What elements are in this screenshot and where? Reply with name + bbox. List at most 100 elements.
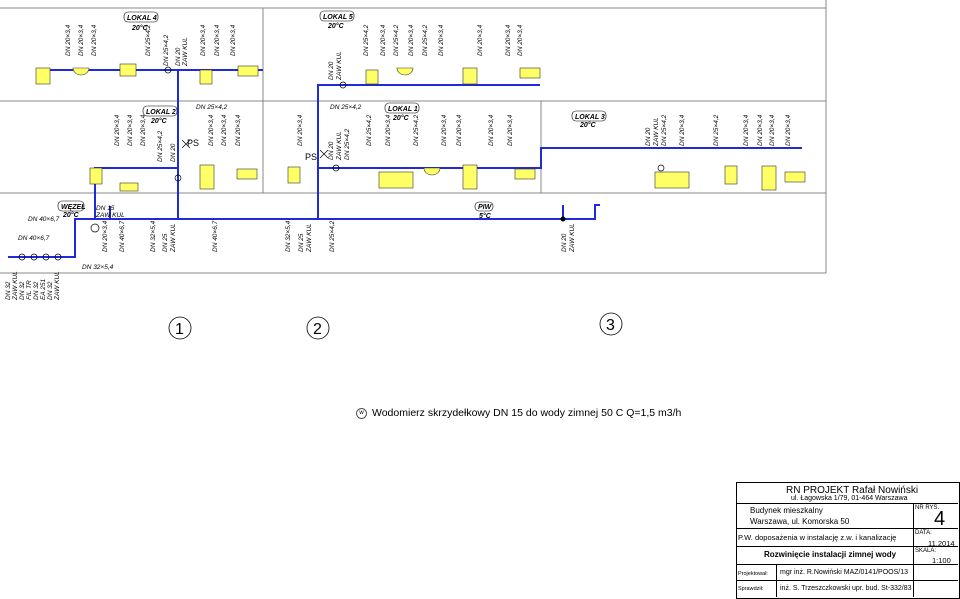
svg-text:DN 25×4,2: DN 25×4,2 <box>661 114 668 146</box>
svg-text:DN 25×4,2: DN 25×4,2 <box>363 24 370 56</box>
svg-text:20°C: 20°C <box>62 211 80 219</box>
svg-text:ZAW KUL: ZAW KUL <box>569 223 576 253</box>
svg-text:DN 20×3,4: DN 20×3,4 <box>679 114 686 146</box>
date-label: DATA: <box>915 530 932 536</box>
svg-text:ZAW KUL: ZAW KUL <box>12 271 19 301</box>
svg-text:DN 20×3,4: DN 20×3,4 <box>78 24 85 56</box>
room-label-lokal3: LOKAL 3 20°C <box>571 110 607 129</box>
svg-text:DN 32: DN 32 <box>33 281 40 300</box>
svg-text:DN 20×3,4: DN 20×3,4 <box>200 24 207 56</box>
svg-text:DN 32×5,4: DN 32×5,4 <box>150 220 157 252</box>
svg-text:ZAW KUL: ZAW KUL <box>54 271 61 301</box>
svg-text:DN 20×3,4: DN 20×3,4 <box>438 24 445 56</box>
svg-text:DN 20×3,4: DN 20×3,4 <box>743 114 750 146</box>
pipe-label: DN 40×6,7 <box>18 235 50 242</box>
project-phase: P.W. doposażenia w instalację z.w. i kan… <box>738 533 897 542</box>
room-label-lokal5: LOKAL 5 20°C <box>319 10 355 30</box>
callout-3: 3 <box>599 312 623 336</box>
svg-text:DN 20×3,4: DN 20×3,4 <box>769 114 776 146</box>
svg-text:DN 32: DN 32 <box>5 281 12 300</box>
svg-text:DN 20×3,4: DN 20×3,4 <box>297 114 304 146</box>
svg-text:DN 32: DN 32 <box>47 281 54 300</box>
svg-text:DN 25×4,2: DN 25×4,2 <box>413 114 420 146</box>
svg-text:ZAW KUL: ZAW KUL <box>653 117 660 147</box>
svg-text:20°C: 20°C <box>392 114 410 122</box>
svg-text:DN 20×3,4: DN 20×3,4 <box>477 24 484 56</box>
svg-text:LOKAL 1: LOKAL 1 <box>388 106 418 113</box>
svg-text:DN 20×3,4: DN 20×3,4 <box>785 114 792 146</box>
svg-text:FIL TR: FIL TR <box>26 280 33 300</box>
room-label-piw: PIW 5°C <box>474 201 494 220</box>
svg-text:LOKAL 3: LOKAL 3 <box>575 114 605 121</box>
drawing-number: 4 <box>934 508 946 530</box>
svg-text:DN 32×5,4: DN 32×5,4 <box>285 220 292 252</box>
svg-text:DN 40×6,7: DN 40×6,7 <box>119 220 126 252</box>
svg-text:5°C: 5°C <box>479 212 492 220</box>
svg-text:DN 32: DN 32 <box>19 281 26 300</box>
svg-text:DN 20×3,4: DN 20×3,4 <box>408 24 415 56</box>
svg-text:DN 25×4,2: DN 25×4,2 <box>157 130 164 162</box>
sink-fixture <box>35 67 51 85</box>
svg-text:DN 20×3,4: DN 20×3,4 <box>380 24 387 56</box>
svg-text:3: 3 <box>606 317 615 334</box>
svg-text:DN 20×3,4: DN 20×3,4 <box>140 114 147 146</box>
svg-text:LOKAL 5: LOKAL 5 <box>323 14 353 21</box>
pipe-label: DN 25×4,2 <box>330 104 362 111</box>
svg-text:DN 25×4,2: DN 25×4,2 <box>366 114 373 146</box>
svg-text:ZAW KUL: ZAW KUL <box>306 223 313 253</box>
svg-text:DN 25: DN 25 <box>162 233 169 252</box>
building-name: Budynek mieszkalny <box>750 506 823 515</box>
callout-2: 2 <box>306 316 330 340</box>
svg-text:DN 20×3,4: DN 20×3,4 <box>208 114 215 146</box>
svg-text:LOKAL 4: LOKAL 4 <box>127 15 157 22</box>
svg-text:DN 20×3,4: DN 20×3,4 <box>230 24 237 56</box>
svg-text:DN 25×4,2: DN 25×4,2 <box>329 220 336 252</box>
scale-label: SKALA: <box>915 548 937 554</box>
svg-text:DN 25×4,2: DN 25×4,2 <box>422 24 429 56</box>
date-value: 11.2014 <box>928 539 955 548</box>
scale-value: 1:100 <box>932 556 951 565</box>
svg-text:DN 25×4,2: DN 25×4,2 <box>163 34 170 66</box>
pipe-label: DN 25×4,2 <box>196 104 228 111</box>
svg-text:ZAW KUL: ZAW KUL <box>170 223 177 253</box>
company-name: RN PROJEKT Rafał Nowiński <box>786 485 919 496</box>
pipe-label: PS <box>187 138 199 148</box>
svg-text:1: 1 <box>175 321 184 338</box>
svg-text:DN 20: DN 20 <box>328 61 335 80</box>
svg-text:EA 251: EA 251 <box>40 279 47 300</box>
svg-text:20°C: 20°C <box>327 22 345 30</box>
svg-text:DN 20×3,4: DN 20×3,4 <box>114 114 121 146</box>
designer: mgr inż. R.Nowiński MAZ/0141/POOS/13 <box>780 569 908 576</box>
svg-text:2: 2 <box>313 321 322 338</box>
svg-text:20°C: 20°C <box>131 24 149 32</box>
room-label-wezel: WĘZEŁ 20°C <box>57 200 86 219</box>
building-location: Warszawa, ul. Komorska 50 <box>750 517 850 526</box>
checker-label: Sprawdził: <box>738 586 764 592</box>
pipe-label: ZAW KUL <box>95 212 125 219</box>
company-address: ul. Łagowska 1/79, 01-464 Warszawa <box>791 495 908 502</box>
pipe-label: DN 32×5,4 <box>82 264 114 271</box>
svg-text:PIW: PIW <box>478 204 493 211</box>
svg-text:DN 20×3,4: DN 20×3,4 <box>214 24 221 56</box>
callout-1: 1 <box>168 316 192 340</box>
svg-text:DN 40×6,7: DN 40×6,7 <box>212 220 219 252</box>
svg-text:DN 20×3,4: DN 20×3,4 <box>505 24 512 56</box>
svg-text:DN 25×4,2: DN 25×4,2 <box>713 114 720 146</box>
water-meter-icon: w <box>356 407 367 419</box>
washbasin-fixture <box>72 67 90 76</box>
svg-text:DN 20: DN 20 <box>328 141 335 160</box>
svg-text:DN 20×3,4: DN 20×3,4 <box>102 220 109 252</box>
svg-text:DN 20×3,4: DN 20×3,4 <box>507 114 514 146</box>
svg-text:WĘZEŁ: WĘZEŁ <box>61 204 86 211</box>
title-block: RN PROJEKT Rafał Nowiński ul. Łagowska 1… <box>736 482 960 599</box>
svg-text:DN 25×4,2: DN 25×4,2 <box>344 128 351 160</box>
svg-text:20°C: 20°C <box>150 117 168 125</box>
svg-text:20°C: 20°C <box>579 121 597 129</box>
svg-text:ZAW KUL: ZAW KUL <box>336 131 343 161</box>
pipe-label: DN 40×6,7 <box>28 216 60 223</box>
svg-text:LOKAL 2: LOKAL 2 <box>146 109 176 116</box>
drawing-number-label: NR RYS. <box>915 505 940 511</box>
svg-text:DN 20: DN 20 <box>175 47 182 66</box>
